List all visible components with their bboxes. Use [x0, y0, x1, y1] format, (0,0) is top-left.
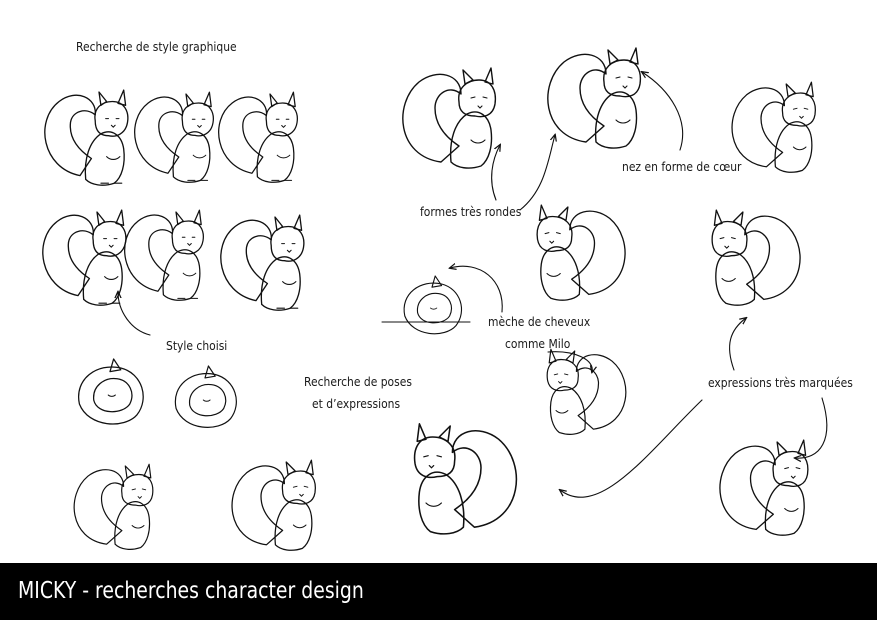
squirrel-sketch [124, 209, 204, 301]
label-poses-line2: et d’expressions [312, 396, 401, 411]
squirrel-sketch [403, 275, 463, 335]
squirrel-sketch [231, 459, 316, 551]
squirrel-sketch [44, 89, 129, 186]
squirrel-sketch [134, 91, 214, 183]
arrow [118, 292, 151, 336]
squirrel-sketch [719, 439, 809, 536]
squirrel-sketch [711, 209, 801, 306]
arrow [547, 351, 592, 372]
arrow [450, 266, 503, 313]
squirrel-sketch [77, 358, 144, 425]
label-expressions: expressions très marquées [708, 375, 853, 390]
sketch-sheet [42, 47, 828, 551]
squirrel-sketch [413, 423, 518, 535]
squirrel-sketch [536, 204, 626, 301]
label-heart-nose: nez en forme de cœur [622, 159, 742, 174]
label-hair-line1: mèche de cheveux [488, 314, 591, 329]
arrow [729, 318, 746, 371]
arrow [560, 399, 703, 498]
squirrel-sketch [731, 81, 816, 173]
arrow [795, 397, 828, 458]
label-round-shapes: formes très rondes [420, 204, 522, 219]
footer-bar: MICKY - recherches character design [0, 563, 877, 620]
arrow [491, 145, 500, 201]
squirrel-sketch [547, 47, 642, 149]
squirrel-sketch [42, 209, 127, 306]
arrow [642, 72, 684, 151]
label-chosen-style: Style choisi [166, 338, 228, 353]
label-poses-line1: Recherche de poses [304, 374, 412, 389]
squirrel-sketch [220, 214, 305, 311]
footer-title: MICKY - recherches character design [18, 578, 364, 604]
label-hair-line2: comme Milo [505, 336, 571, 351]
arrow [519, 135, 555, 211]
squirrel-sketch [73, 463, 154, 550]
label-style-research: Recherche de style graphique [76, 39, 237, 54]
squirrel-sketch [218, 91, 298, 183]
squirrel-sketch [174, 365, 237, 428]
squirrel-sketch [546, 348, 627, 435]
squirrel-sketch [402, 67, 497, 169]
